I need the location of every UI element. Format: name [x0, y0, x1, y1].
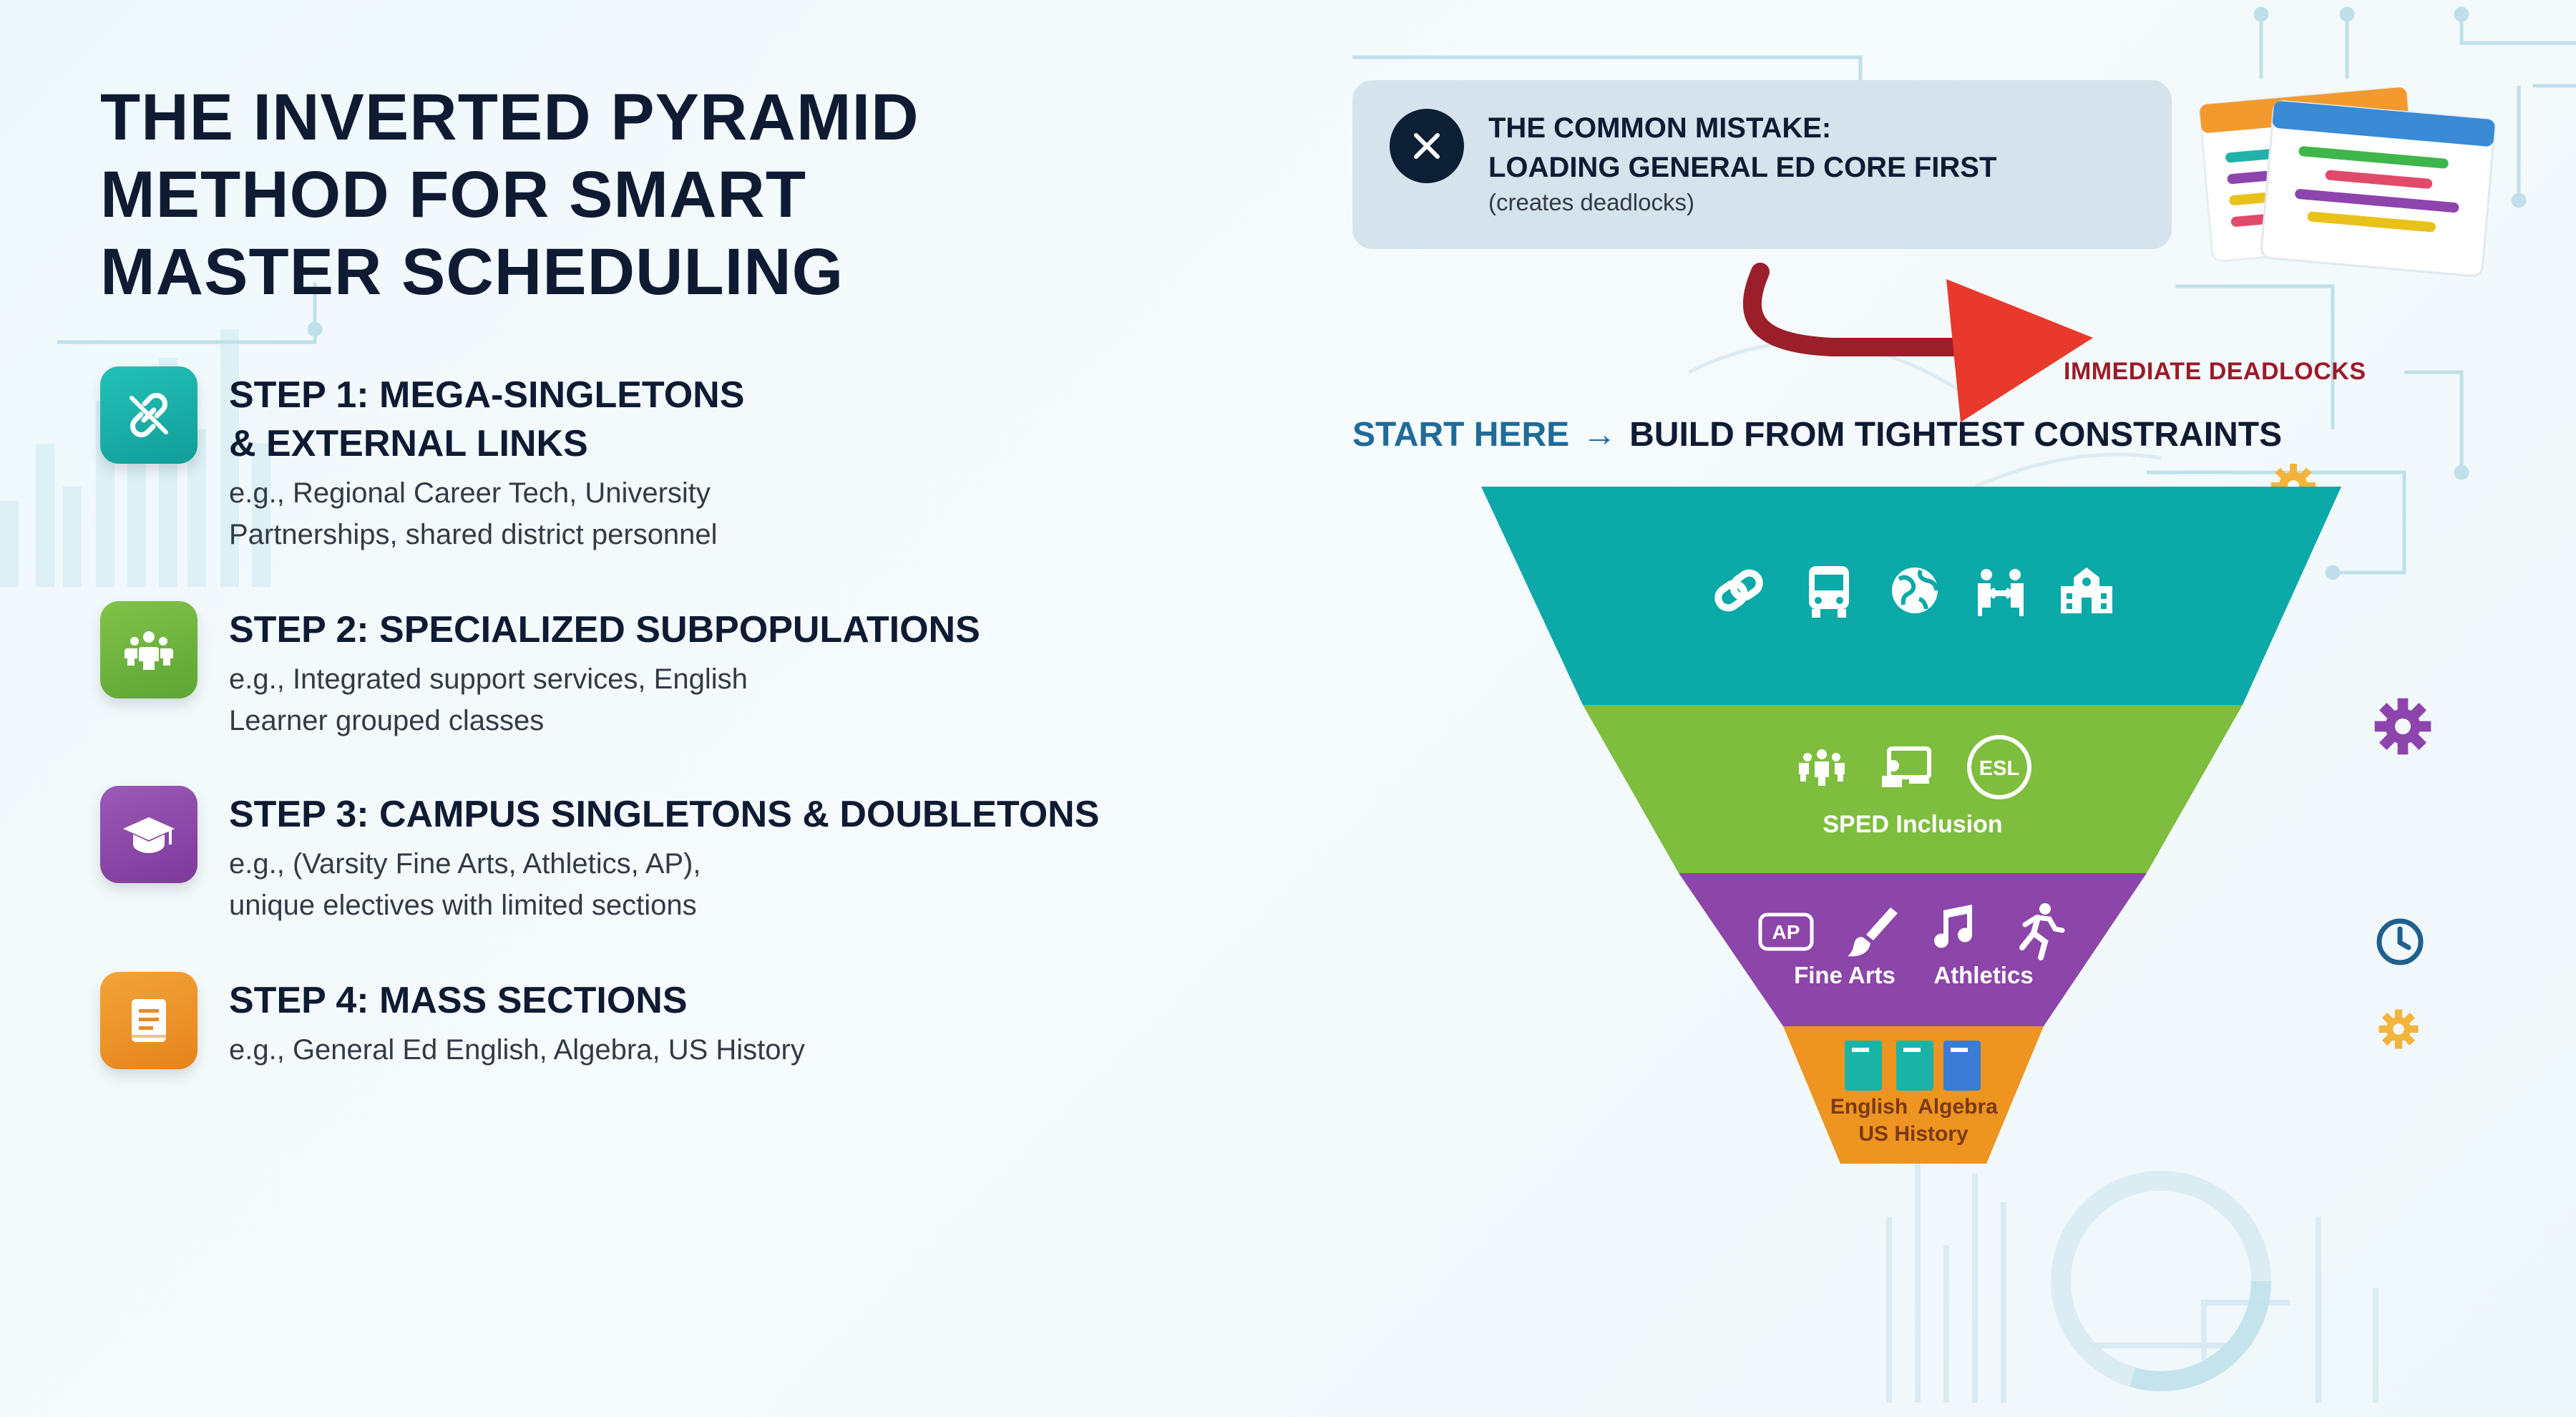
clock-icon — [2376, 918, 2424, 965]
page-title: THE INVERTED PYRAMID METHOD FOR SMART MA… — [100, 81, 919, 308]
tier-4-label-algebra: Algebra — [1918, 1095, 1998, 1119]
deadlock-arrow — [1742, 263, 2093, 422]
book-icon — [100, 972, 197, 1069]
step-description: e.g., (Varsity Fine Arts, Athletics, AP)… — [229, 848, 701, 921]
runner-icon — [2019, 903, 2065, 960]
music-icon — [1934, 905, 1973, 948]
mistake-title: THE COMMON MISTAKE: LOADING GENERAL ED C… — [1488, 112, 1997, 183]
close-icon — [1390, 109, 1464, 183]
ap-text: AP — [1772, 921, 1800, 943]
paintbrush-icon — [1848, 907, 1898, 957]
immediate-deadlocks-label: IMMEDIATE DEADLOCKS — [2064, 358, 2366, 385]
graduation-cap-icon — [100, 786, 197, 883]
link-off-icon — [100, 366, 197, 464]
funnel-tier-3 — [1679, 873, 2147, 1026]
esl-icon: ESL — [1967, 735, 2031, 799]
step-title: STEP 3: CAMPUS SINGLETONS & DOUBLETONS — [229, 794, 1100, 835]
book-icon — [1896, 1041, 1933, 1091]
tier-4-label-us-history: US History — [1858, 1122, 1968, 1146]
book-icon — [1845, 1041, 1882, 1091]
globe-icon — [1892, 568, 1938, 613]
gear-icon — [2374, 698, 2431, 755]
teacher-icon — [1882, 746, 1931, 787]
step-title: STEP 2: SPECIALIZED SUBPOPULATIONS — [229, 609, 980, 651]
handshake-icon — [1978, 569, 2024, 616]
tier-1-icons — [1714, 569, 1763, 612]
ap-icon: AP — [1758, 912, 1814, 951]
start-here-label: START HERE — [1352, 416, 1570, 454]
school-icon — [2061, 568, 2112, 613]
tier-2-label: SPED Inclusion — [1823, 811, 2002, 838]
esl-text: ESL — [1979, 757, 2019, 780]
tier-3-label-athletics: Athletics — [1933, 962, 2033, 988]
link-icon — [1714, 569, 1763, 612]
inverted-pyramid-funnel: ESL SPED Inclusion AP Fine Arts Athletic… — [1481, 487, 2341, 1164]
tier-3-label-fine-arts: Fine Arts — [1794, 962, 1896, 988]
common-mistake-box: THE COMMON MISTAKE: LOADING GENERAL ED C… — [1352, 80, 2172, 249]
mistake-subtitle: (creates deadlocks) — [1488, 189, 1694, 215]
schedule-cards-icon — [2199, 87, 2496, 278]
build-label: BUILD FROM TIGHTEST CONSTRAINTS — [1629, 416, 2283, 454]
start-here-row: START HERE → BUILD FROM TIGHTEST CONSTRAIN… — [1352, 415, 2282, 454]
bus-icon — [1809, 566, 1849, 618]
gear-icon — [2379, 1009, 2419, 1049]
tier-4-label-english: English — [1830, 1095, 1908, 1119]
step-description: e.g., Regional Career Tech, University P… — [229, 477, 718, 550]
funnel-tier-2 — [1583, 705, 2243, 873]
step-description: e.g., Integrated support services, Engli… — [229, 663, 748, 736]
arrow-right-icon: → — [1582, 416, 1617, 454]
book-icon — [1943, 1041, 1981, 1091]
group-icon — [100, 601, 197, 698]
step-title: STEP 1: MEGA-SINGLETONS & EXTERNAL LINKS — [229, 374, 745, 464]
step-description: e.g., General Ed English, Algebra, US Hi… — [229, 1034, 805, 1066]
step-title: STEP 4: MASS SECTIONS — [229, 980, 688, 1021]
group-icon — [1799, 749, 1845, 786]
